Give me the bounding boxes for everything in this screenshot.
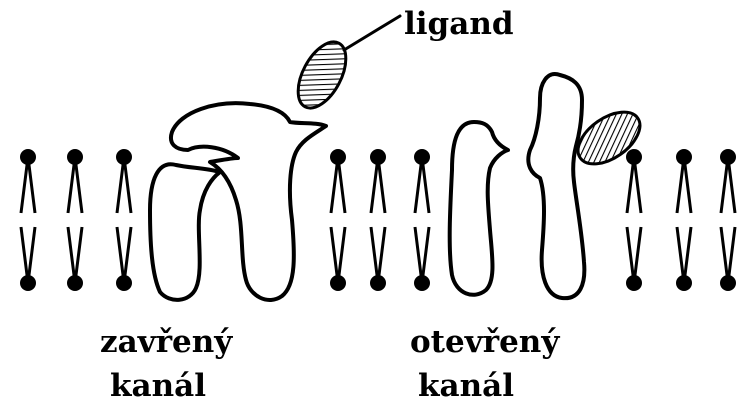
open-channel-label-line2: kanál [418,368,514,404]
ligand-pointer-line [344,16,400,50]
lipid-tails-bottom [627,227,641,283]
lipid-tails-bottom [331,227,345,283]
free-ligand [288,34,355,115]
closed-channel-label-line2: kanál [110,368,206,404]
open-channel-right-subunit [528,74,584,298]
lipid-tails-bottom [371,227,385,283]
lipid-pair [414,149,430,291]
open-channel [450,74,585,298]
closed-channel-label-line1: zavřený [100,324,233,360]
lipid-pair [330,149,346,291]
open-channel-label-line1: otevřený [410,324,560,360]
lipid-pair [67,149,83,291]
lipid-tails-top [68,157,82,213]
lipid-tails-top [371,157,385,213]
lipid-tails-bottom [21,227,35,283]
lipid-tails-bottom [68,227,82,283]
lipid-tails-top [721,157,735,213]
closed-channel-right-subunit [171,103,326,300]
ligand-label: ligand [404,6,514,42]
lipid-pair [720,149,736,291]
lipid-tails-bottom [117,227,131,283]
lipid-tails-top [677,157,691,213]
lipid-tails-top [415,157,429,213]
lipid-bilayer [20,149,736,291]
lipid-pair [626,149,642,291]
lipid-pair [370,149,386,291]
lipid-tails-top [627,157,641,213]
lipid-pair [116,149,132,291]
lipid-pair [20,149,36,291]
lipid-tails-bottom [721,227,735,283]
lipid-tails-bottom [677,227,691,283]
lipid-tails-top [331,157,345,213]
lipid-tails-top [117,157,131,213]
open-channel-left-subunit [450,122,508,295]
closed-channel-left-subunit [150,164,220,300]
lipid-tails-top [21,157,35,213]
lipid-pair [676,149,692,291]
lipid-tails-bottom [415,227,429,283]
closed-channel [150,103,326,300]
